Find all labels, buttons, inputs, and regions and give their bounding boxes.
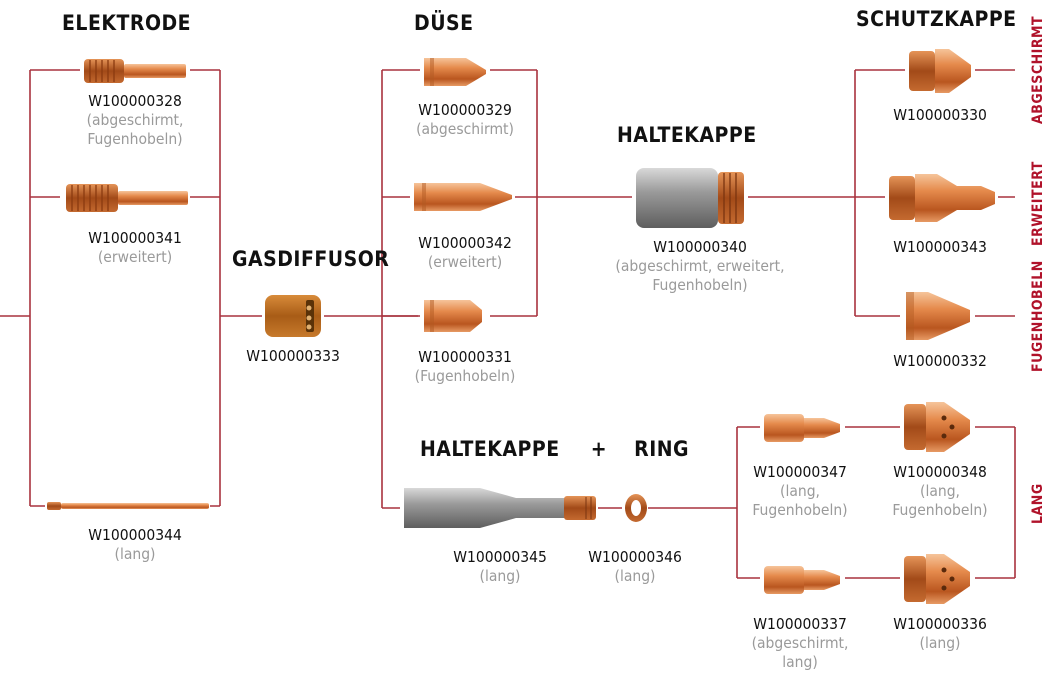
retaining-cap-345-image bbox=[404, 488, 596, 528]
side-label-fugenhobeln: FUGENHOBELN bbox=[1030, 260, 1046, 372]
part-number-333: W100000333 bbox=[246, 347, 340, 365]
part-note-347: (lang, Fugenhobeln) bbox=[752, 482, 848, 519]
shield-cap-332-image bbox=[906, 292, 970, 340]
part-number-330: W100000330 bbox=[893, 106, 987, 124]
heading-ring: RING bbox=[634, 437, 690, 461]
label-347: W100000347 (lang, Fugenhobeln) bbox=[730, 463, 870, 520]
nozzle-347-image bbox=[764, 414, 840, 442]
part-note-337: (abgeschirmt, lang) bbox=[751, 634, 849, 671]
nozzle-342-image bbox=[414, 183, 512, 211]
part-number-348: W100000348 bbox=[893, 463, 987, 481]
shield-cap-330-image bbox=[909, 49, 971, 93]
heading-schutzkappe: SCHUTZKAPPE bbox=[856, 7, 1017, 31]
gas-diffuser-333-image bbox=[265, 295, 321, 337]
part-number-345: W100000345 bbox=[453, 548, 547, 566]
part-number-332: W100000332 bbox=[893, 352, 987, 370]
label-333: W100000333 bbox=[218, 347, 368, 366]
shield-cap-348-image bbox=[904, 402, 970, 452]
part-number-340: W100000340 bbox=[653, 238, 747, 256]
shield-cap-336-image bbox=[904, 554, 970, 604]
heading-elektrode: ELEKTRODE bbox=[62, 11, 192, 35]
label-345: W100000345 (lang) bbox=[425, 548, 575, 586]
label-344: W100000344 (lang) bbox=[60, 526, 210, 564]
part-note-341: (erweitert) bbox=[97, 248, 173, 266]
heading-haltekappe: HALTEKAPPE bbox=[617, 123, 757, 147]
part-number-346: W100000346 bbox=[588, 548, 682, 566]
part-number-343: W100000343 bbox=[893, 238, 987, 256]
part-number-331: W100000331 bbox=[418, 348, 512, 366]
part-number-329: W100000329 bbox=[418, 101, 512, 119]
label-341: W100000341 (erweitert) bbox=[60, 229, 210, 267]
side-label-lang: LANG bbox=[1030, 483, 1046, 524]
heading-duese: DÜSE bbox=[414, 11, 474, 35]
label-337: W100000337 (abgeschirmt, lang) bbox=[730, 615, 870, 672]
shield-cap-343-image bbox=[889, 174, 995, 222]
part-note-346: (lang) bbox=[614, 567, 656, 585]
label-330: W100000330 bbox=[865, 106, 1015, 125]
side-label-erweitert: ERWEITERT bbox=[1030, 161, 1046, 246]
side-label-abgeschirmt: ABGESCHIRMT bbox=[1030, 15, 1046, 124]
heading-haltekappe-ring-part: HALTEKAPPE bbox=[420, 437, 560, 461]
part-note-340: (abgeschirmt, erweitert, Fugenhobeln) bbox=[615, 257, 785, 294]
label-329: W100000329 (abgeschirmt) bbox=[390, 101, 540, 139]
part-number-337: W100000337 bbox=[753, 615, 847, 633]
label-340: W100000340 (abgeschirmt, erweitert, Fuge… bbox=[600, 238, 800, 295]
retaining-cap-340-image bbox=[636, 168, 744, 228]
label-342: W100000342 (erweitert) bbox=[390, 234, 540, 272]
electrode-328-image bbox=[84, 59, 186, 83]
part-note-342: (erweitert) bbox=[427, 253, 503, 271]
label-328: W100000328 (abgeschirmt, Fugenhobeln) bbox=[60, 92, 210, 149]
heading-gasdiffusor: GASDIFFUSOR bbox=[232, 247, 390, 271]
label-348: W100000348 (lang, Fugenhobeln) bbox=[870, 463, 1010, 520]
ring-346-image bbox=[625, 494, 647, 522]
label-343: W100000343 bbox=[865, 238, 1015, 257]
electrode-341-image bbox=[66, 184, 188, 212]
heading-haltekappe-ring: HALTEKAPPE + RING bbox=[420, 437, 689, 461]
nozzle-337-image bbox=[764, 566, 840, 594]
part-note-348: (lang, Fugenhobeln) bbox=[892, 482, 988, 519]
part-note-345: (lang) bbox=[479, 567, 521, 585]
part-number-344: W100000344 bbox=[88, 526, 182, 544]
nozzle-329-image bbox=[424, 58, 486, 86]
electrode-344-image bbox=[47, 502, 209, 510]
part-note-329: (abgeschirmt) bbox=[416, 120, 514, 138]
label-346: W100000346 (lang) bbox=[560, 548, 710, 586]
part-note-328: (abgeschirmt, Fugenhobeln) bbox=[86, 111, 184, 148]
part-note-344: (lang) bbox=[114, 545, 156, 563]
label-331: W100000331 (Fugenhobeln) bbox=[390, 348, 540, 386]
label-336: W100000336 (lang) bbox=[870, 615, 1010, 653]
nozzle-331-image bbox=[424, 300, 482, 332]
part-number-342: W100000342 bbox=[418, 234, 512, 252]
label-332: W100000332 bbox=[865, 352, 1015, 371]
heading-plus: + bbox=[590, 437, 608, 461]
part-number-336: W100000336 bbox=[893, 615, 987, 633]
part-number-328: W100000328 bbox=[88, 92, 182, 110]
part-number-347: W100000347 bbox=[753, 463, 847, 481]
part-note-331: (Fugenhobeln) bbox=[414, 367, 516, 385]
part-note-336: (lang) bbox=[919, 634, 961, 652]
part-number-341: W100000341 bbox=[88, 229, 182, 247]
